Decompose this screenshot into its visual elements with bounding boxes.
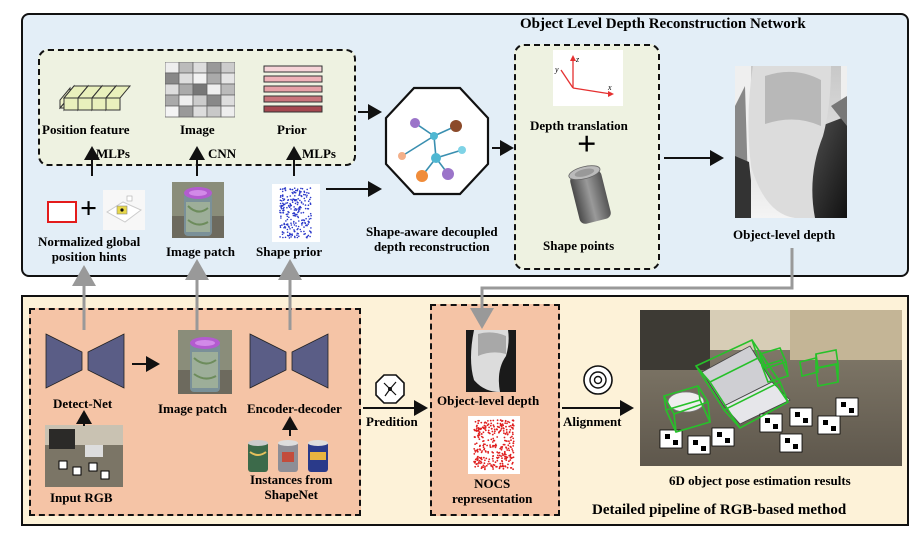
- shape-prior-label: Shape prior: [256, 244, 323, 259]
- shapenet-label: Instances from ShapeNet: [250, 472, 333, 502]
- image-grid-icon: [165, 62, 235, 118]
- position-feature-label: Position feature: [42, 122, 130, 137]
- axes-icon: z x y: [553, 50, 623, 106]
- image-patch-top-icon: [172, 182, 224, 238]
- shapenet-instances-icon: [248, 440, 328, 472]
- axis-x-label: x: [607, 83, 612, 92]
- top-panel-title: Object Level Depth Reconstruction Networ…: [520, 16, 806, 32]
- object-depth-bottom-image: [466, 330, 516, 392]
- translation-box: [514, 44, 660, 270]
- mlps-label-1: MLPs: [96, 146, 130, 161]
- nocs-label: NOCS representation: [452, 476, 533, 506]
- input-rgb-image: [45, 425, 123, 487]
- position-hint-image-icon: [103, 190, 145, 230]
- bottom-panel-title: Detailed pipeline of RGB-based method: [592, 502, 847, 518]
- shape-points-label: Shape points: [543, 238, 615, 253]
- axis-z-label: z: [575, 55, 580, 64]
- position-hints-label: Normalized global position hints: [38, 234, 141, 264]
- red-bounding-box-icon: [47, 201, 77, 223]
- nocs-pointcloud-icon: [468, 416, 520, 474]
- alignment-label: Alignment: [563, 414, 622, 429]
- pose-results-image: [640, 310, 902, 466]
- shape-prior-pointcloud-icon: [272, 184, 320, 242]
- image-patch-bottom-label: Image patch: [158, 401, 227, 416]
- object-depth-top-label: Object-level depth: [733, 227, 836, 242]
- encoder-decoder-icon: [249, 333, 329, 389]
- position-feature-icon: [58, 84, 132, 112]
- prediction-octagon-icon: [375, 374, 405, 404]
- decoupled-label: Shape-aware decoupled depth reconstructi…: [366, 224, 498, 254]
- alignment-target-icon: [583, 365, 613, 395]
- image-patch-bottom-icon: [178, 330, 232, 394]
- prior-bars-icon: [263, 65, 323, 113]
- depth-translation-label: Depth translation: [530, 118, 628, 133]
- shape-points-can-icon: [568, 165, 611, 224]
- image-patch-top-label: Image patch: [166, 244, 235, 259]
- pose-results-label: 6D object pose estimation results: [669, 473, 851, 488]
- input-rgb-label: Input RGB: [50, 490, 113, 505]
- axis-y-label: y: [554, 65, 559, 74]
- detect-net-icon: [45, 333, 125, 389]
- prediction-label: Predition: [366, 414, 418, 429]
- decoupled-network-icon: [384, 86, 490, 196]
- mlps-label-2: MLPs: [302, 146, 336, 161]
- image-label: Image: [180, 122, 215, 137]
- plus-symbol-translation: +: [577, 126, 597, 163]
- cnn-label: CNN: [208, 146, 237, 161]
- plus-symbol-hints: +: [80, 192, 98, 225]
- encoder-decoder-label: Encoder-decoder: [247, 401, 342, 416]
- object-depth-top-image: [735, 66, 847, 218]
- prior-label: Prior: [277, 122, 307, 137]
- object-depth-bottom-label: Object-level depth: [437, 393, 540, 408]
- detect-net-label: Detect-Net: [53, 396, 113, 411]
